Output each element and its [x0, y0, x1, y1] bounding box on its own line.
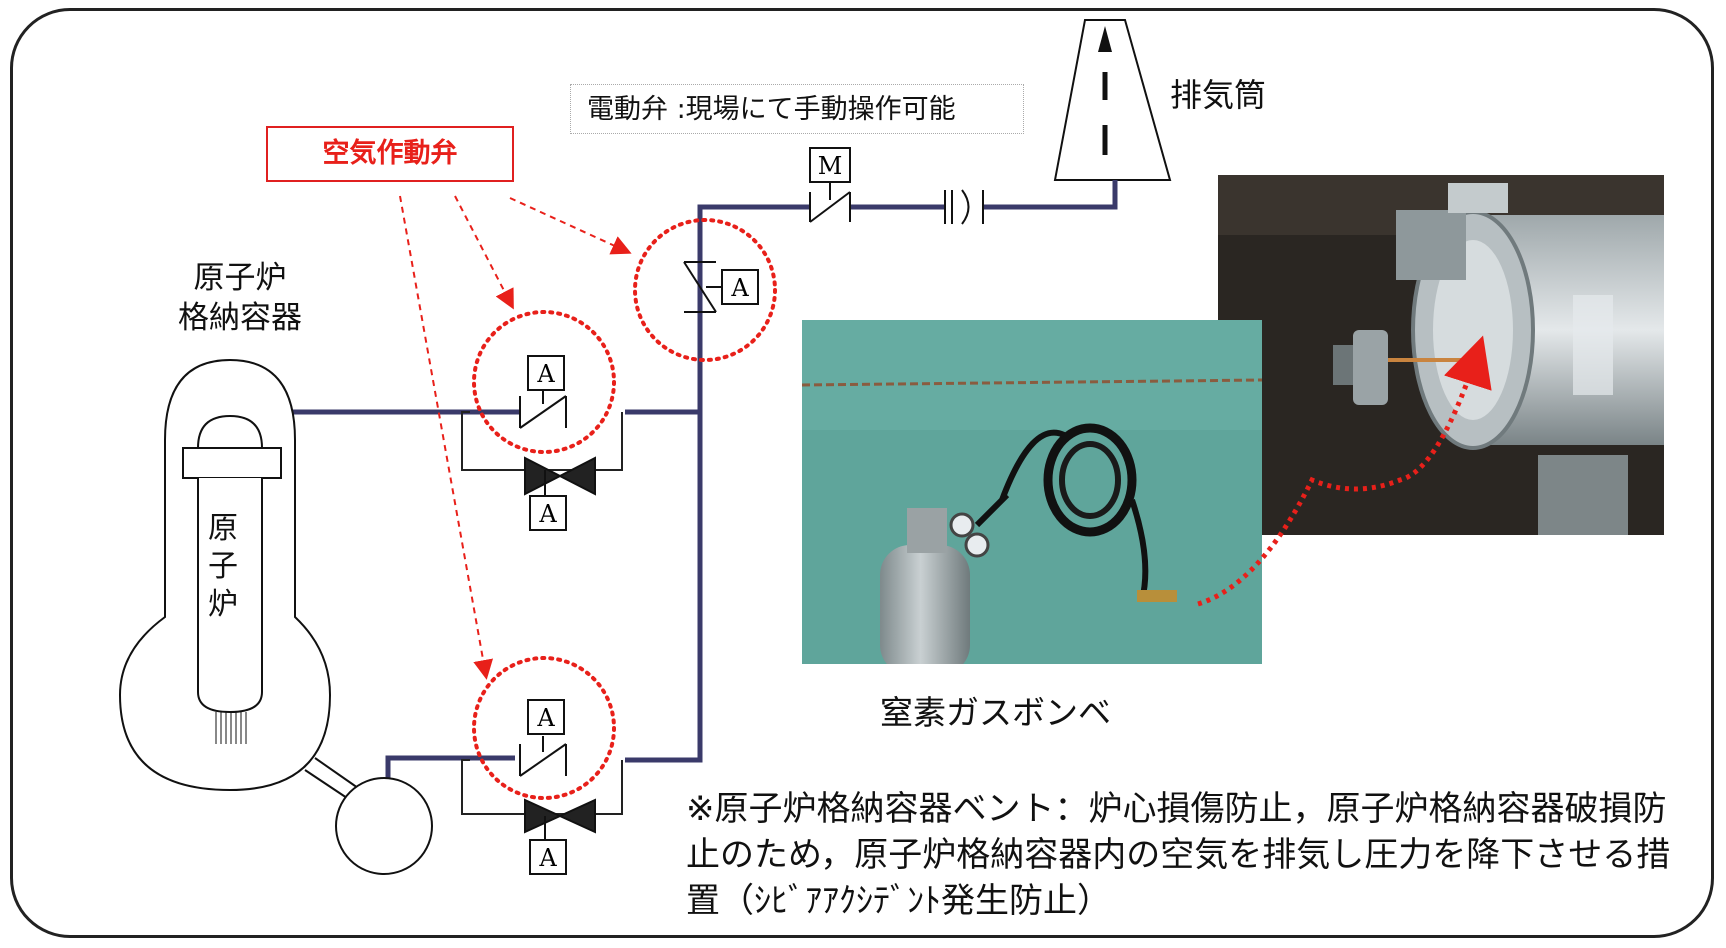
- nitrogen-bottle-photo: [802, 320, 1262, 664]
- valve-photo: [1218, 175, 1664, 535]
- reactor-pressure-vessel: [182, 414, 282, 714]
- nitrogen-bottle-label: 窒素ガスボンベ: [880, 693, 1111, 732]
- air-valve-middle: [519, 355, 596, 531]
- air-valve-marker-middle: A: [536, 360, 555, 388]
- legend-pointer-arrows: [399, 195, 632, 680]
- air-valve-marker-middle-bypass: A: [538, 500, 557, 528]
- motor-operated-valve: [809, 147, 851, 223]
- exhaust-stack: [1053, 19, 1172, 181]
- air-valve-marker-lower-bypass: A: [538, 844, 557, 872]
- exhaust-stack-label: 排気筒: [1170, 76, 1267, 114]
- reactor-core-lines: [215, 712, 247, 744]
- air-valve-upper: [683, 261, 759, 313]
- containment-label: 原子炉 格納容器: [178, 260, 302, 336]
- rupture-disc: [944, 189, 984, 225]
- diagram-frame: [10, 8, 1714, 938]
- air-valve-lower: [519, 699, 596, 875]
- reactor-label: 原子炉: [208, 511, 238, 622]
- air-valve-marker-upper: A: [730, 274, 749, 302]
- motor-valve-legend: 電動弁 :現場にて手動操作可能: [570, 84, 1024, 134]
- air-valve-highlights: [472, 218, 777, 800]
- motor-valve-marker: M: [818, 152, 843, 180]
- bypass-lines: [461, 411, 623, 815]
- air-valve-legend: 空気作動弁: [266, 126, 514, 182]
- air-valve-marker-lower: A: [536, 704, 555, 732]
- vent-explanation-note: ※原子炉格納容器ベント：炉心損傷防止，原子炉格納容器破損防止のため，原子炉格納容…: [686, 789, 1671, 921]
